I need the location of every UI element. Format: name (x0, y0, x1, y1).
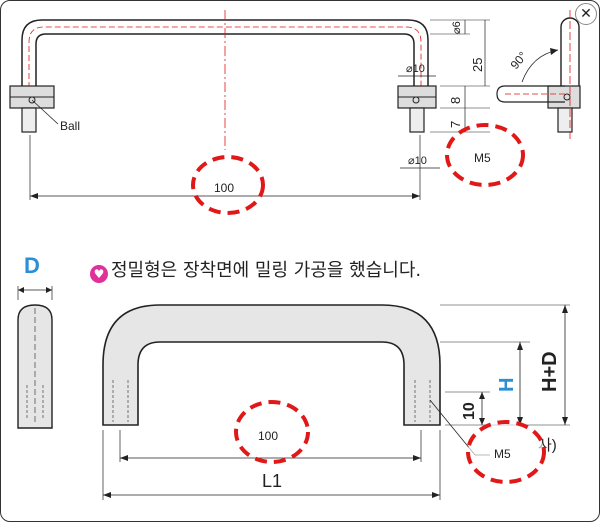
side-view: 90° (496, 10, 581, 140)
dim-dia10-top: ⌀10 (406, 63, 425, 75)
annotation-ellipse-bottom-right (466, 420, 546, 484)
dim-25: 25 (470, 58, 485, 72)
dim-8: 8 (448, 97, 463, 104)
d-label: D (24, 253, 40, 278)
bottom-perspective-view: L1 H+D H 10 사) (17, 286, 570, 500)
annotation-ellipse-top-right (445, 123, 525, 187)
l1-label: L1 (262, 471, 282, 491)
h-label: H (496, 378, 518, 392)
dim-6: ⌀6 (451, 21, 463, 34)
heart-icon: ♥ (90, 265, 108, 283)
close-icon: ✕ (580, 6, 592, 22)
precision-note: ♥정밀형은 장착면에 밀링 가공을 했습니다. (90, 256, 421, 283)
dim-7: 7 (448, 121, 463, 128)
annotation-bottom-center-value: 100 (258, 429, 278, 443)
precision-note-text: 정밀형은 장착면에 밀링 가공을 했습니다. (111, 260, 422, 281)
dim-10: 10 (461, 402, 478, 420)
annotation-bottom-right-value: M5 (494, 447, 511, 461)
hd-label: H+D (539, 351, 561, 392)
annotation-ellipse-top-center (191, 155, 265, 215)
close-button[interactable]: ✕ (575, 3, 597, 25)
angle-90-label: 90° (508, 49, 531, 72)
annotation-ellipse-bottom-center (234, 400, 310, 464)
top-front-view: Ball ⌀6 25 8 7 ⌀10 ⌀10 (9, 10, 490, 200)
dim-dia10-bottom: ⌀10 (408, 155, 427, 167)
ball-label: Ball (60, 119, 80, 133)
annotation-top-center-value: 100 (214, 181, 234, 195)
annotation-top-right-value: M5 (474, 151, 491, 165)
